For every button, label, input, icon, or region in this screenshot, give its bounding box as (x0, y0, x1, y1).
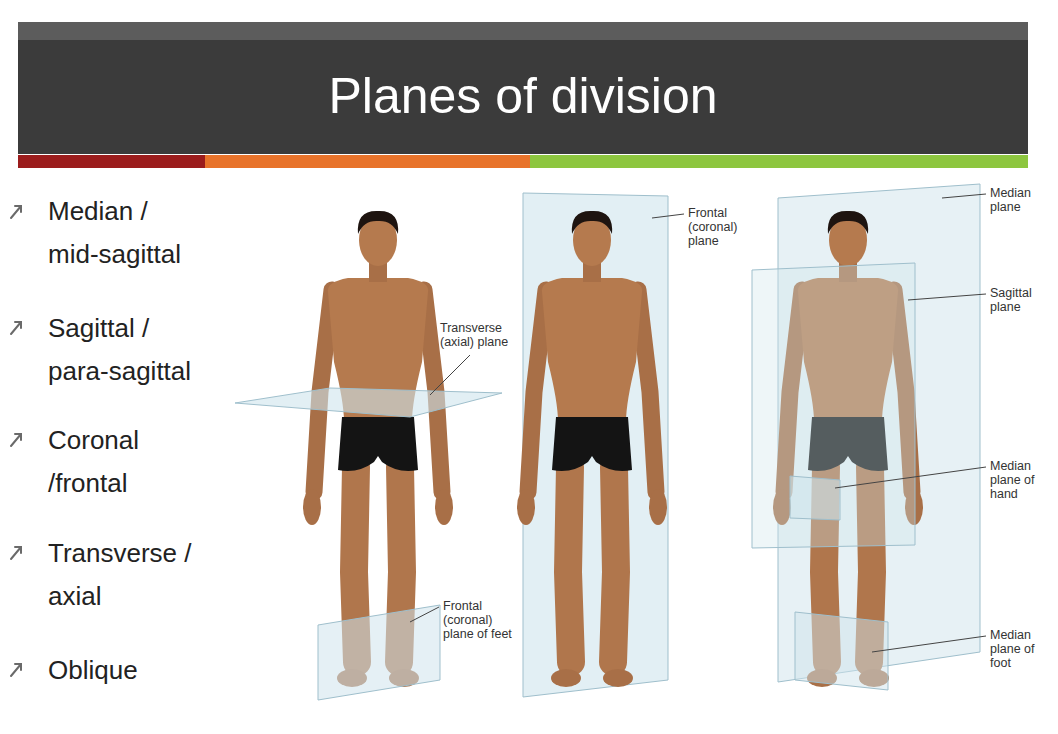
figure-frontal (517, 211, 667, 687)
title-bar (18, 40, 1028, 154)
stripe-red (18, 155, 205, 168)
bullet-arrow (11, 322, 21, 334)
bullet-text: Median / mid-sagittal (48, 190, 198, 276)
title-area: Planes of division (18, 40, 1028, 152)
leader-line (872, 636, 986, 652)
foot-median-plane (795, 612, 888, 690)
leader-line (908, 294, 986, 300)
bullet-text: Coronal /frontal (48, 419, 198, 505)
plane-label: Sagittal plane (990, 287, 1040, 315)
stripe-orange (205, 155, 530, 168)
bullet-icons (11, 206, 21, 676)
stripe-green (530, 155, 1028, 168)
leader-line (835, 467, 986, 488)
title-bar-top (18, 22, 1028, 40)
plane-label: Frontal (coronal) plane (688, 207, 746, 248)
plane-label: Median plane (990, 187, 1040, 215)
bullet-arrow (11, 434, 21, 446)
leader-line (430, 355, 470, 395)
leader-lines (410, 194, 986, 652)
bullet-arrow (11, 664, 21, 676)
leader-line (410, 607, 439, 622)
plane-label: Transverse (axial) plane (440, 322, 520, 350)
leader-line (652, 214, 684, 218)
plane-label: Median plane of hand (990, 460, 1044, 501)
bullet-text: Sagittal / para-sagittal (48, 307, 198, 393)
plane-label: Frontal (coronal) plane of feet (443, 600, 523, 641)
plane-label: Median plane of foot (990, 629, 1044, 670)
bullet-arrow (11, 547, 21, 559)
slide-title: Planes of division (328, 67, 717, 125)
feet-frontal-plane (318, 605, 440, 700)
bullet-text: Transverse / axial (48, 532, 198, 618)
transverse-plane (235, 388, 502, 417)
leader-line (942, 194, 986, 198)
hand-median-plane (790, 476, 840, 520)
bullet-text: Oblique (48, 649, 198, 692)
bullet-arrow (11, 206, 21, 218)
sagittal-plane (752, 263, 915, 548)
